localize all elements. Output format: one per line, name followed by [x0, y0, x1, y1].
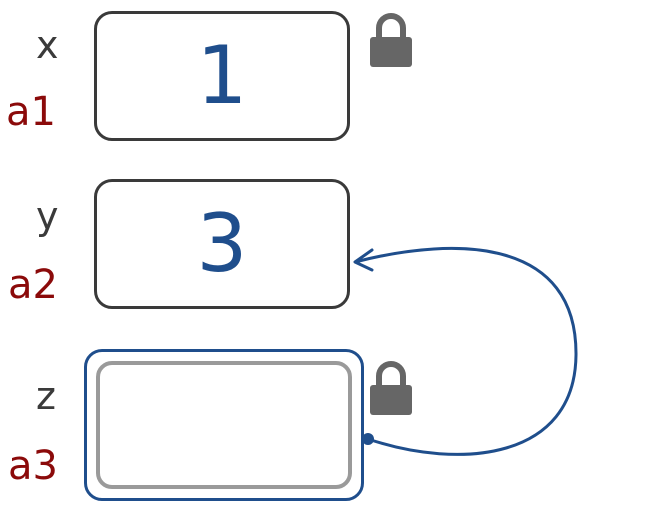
cell-value-y: 3 — [196, 197, 248, 290]
pointer-arrow-head — [353, 248, 374, 272]
lock-icon — [370, 361, 412, 415]
pointer-cell-z — [84, 349, 364, 501]
variable-name-z: z — [36, 374, 56, 418]
memory-cell-x: 1 — [94, 11, 350, 141]
variable-name-y: y — [36, 194, 59, 238]
lock-icon — [370, 13, 412, 67]
cell-value-x: 1 — [196, 29, 248, 122]
variable-name-x: x — [36, 23, 59, 67]
pointer-arrow-origin — [362, 433, 374, 445]
pointer-arrow-curve — [354, 246, 578, 456]
address-label-a2: a2 — [8, 262, 58, 308]
pointer-cell-inner — [96, 361, 352, 489]
address-label-a1: a1 — [6, 89, 56, 135]
memory-cell-y: 3 — [94, 179, 350, 309]
address-label-a3: a3 — [8, 443, 58, 489]
